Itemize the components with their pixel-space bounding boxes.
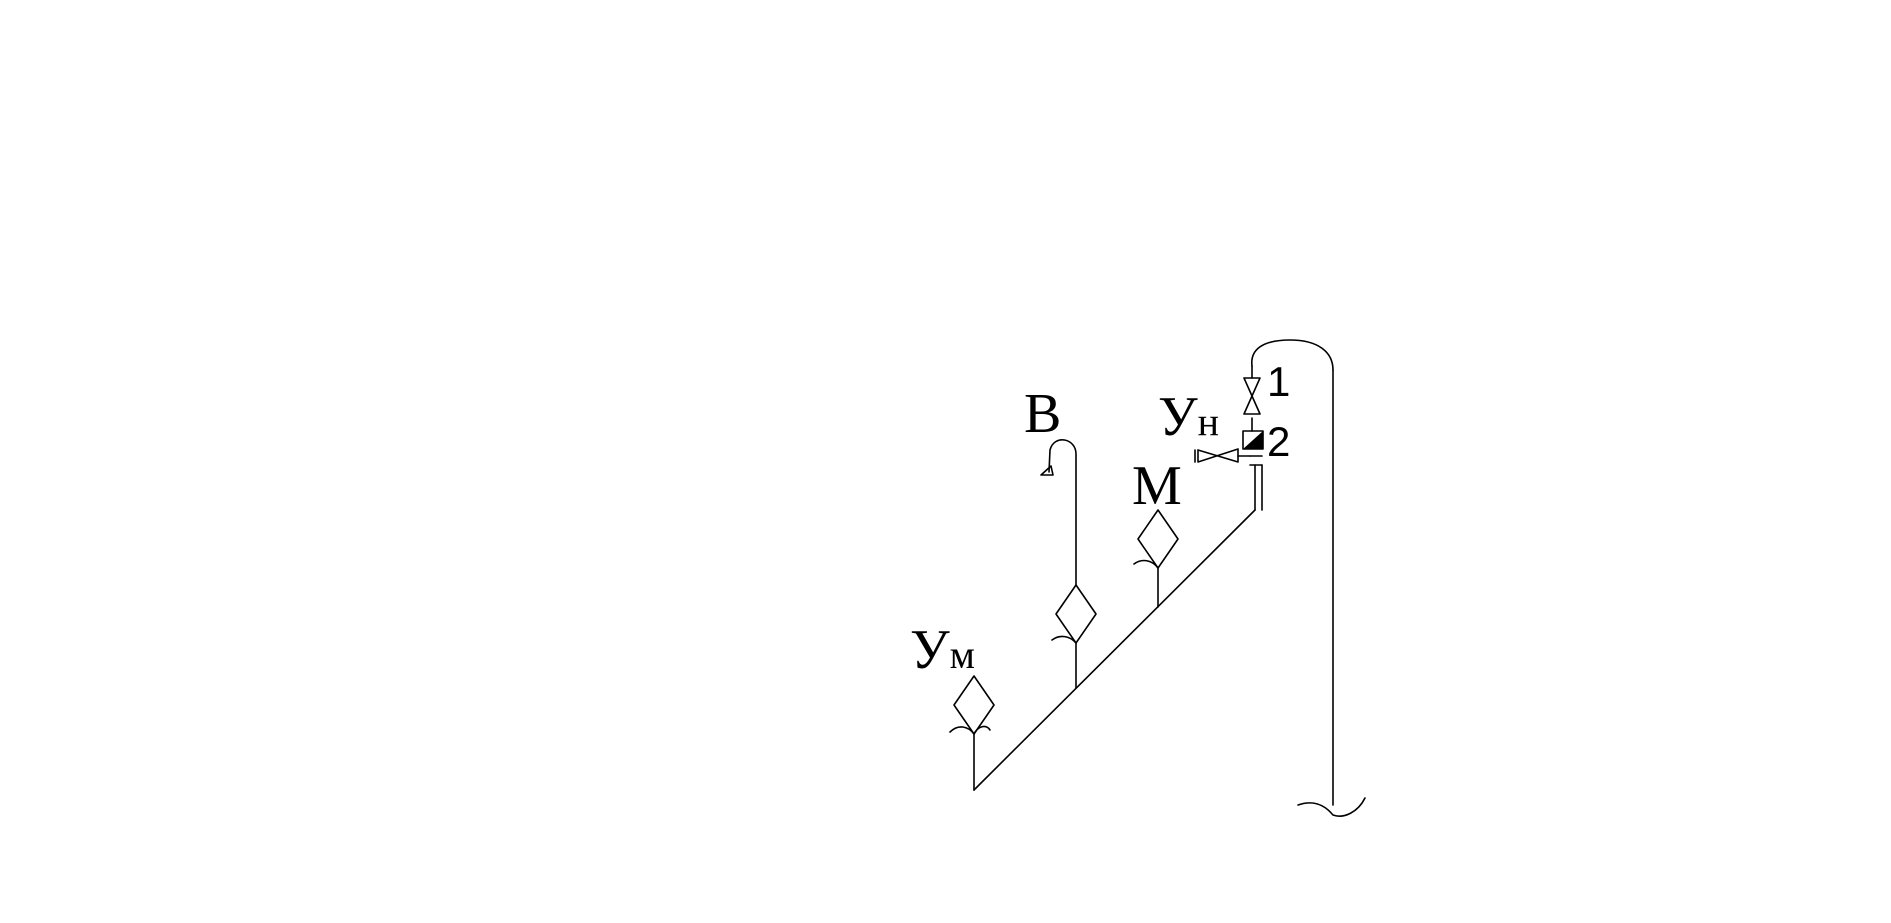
- um-diamond-symbol: [953, 675, 995, 735]
- label-meter-2: 2: [1267, 418, 1290, 465]
- main-sloped-pipe: [973, 509, 1256, 791]
- label-u-n: Ун: [1158, 386, 1219, 448]
- b-outlet-arrow: [1040, 465, 1054, 476]
- label-valve-1: 1: [1267, 358, 1290, 405]
- m-diamond-symbol: [1137, 509, 1179, 569]
- b-riser: [1040, 439, 1097, 689]
- right-drop-pipe: [1297, 369, 1366, 817]
- label-b: В: [1024, 383, 1061, 445]
- m-riser: [1133, 509, 1179, 608]
- label-u-m: Ум: [910, 619, 975, 681]
- un-riser: [1194, 339, 1334, 511]
- meter-2-fill: [1243, 431, 1263, 449]
- um-riser: [949, 675, 995, 791]
- label-m: М: [1132, 455, 1182, 517]
- un-side-valve: [1197, 448, 1239, 463]
- b-diamond-symbol: [1055, 584, 1097, 644]
- valve-1-symbol: [1243, 377, 1261, 415]
